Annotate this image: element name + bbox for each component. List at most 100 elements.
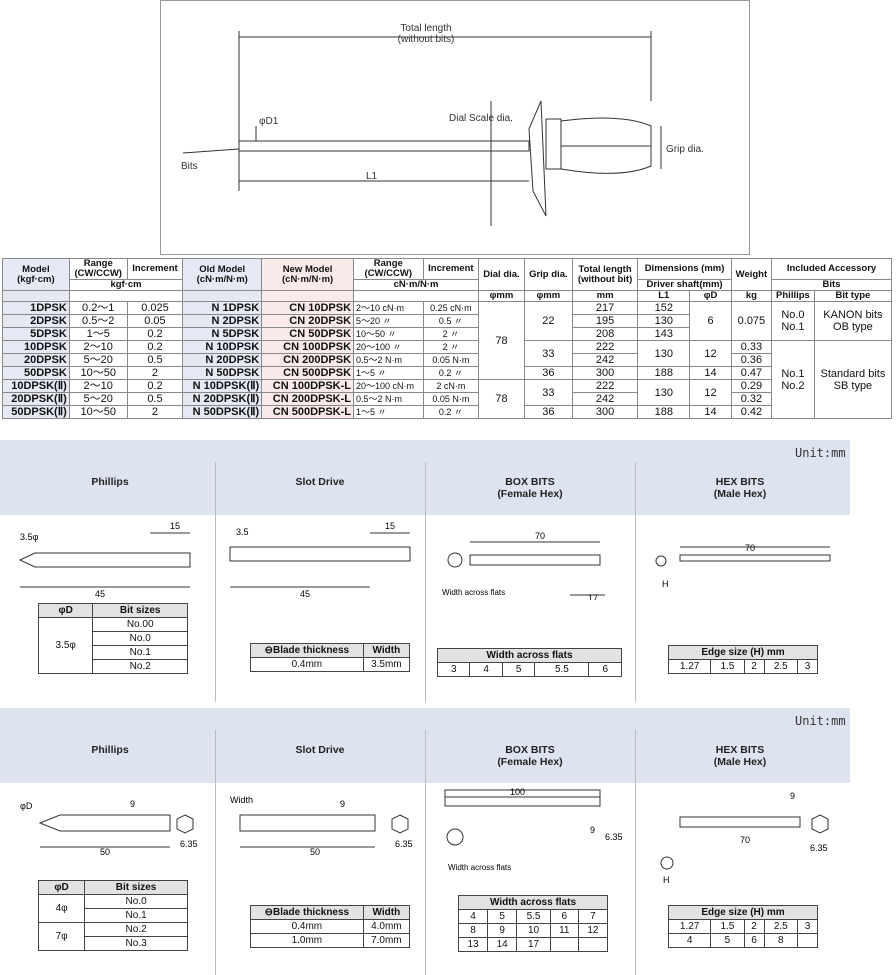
cell: 6 (549, 909, 579, 924)
bits-label: Bits (181, 161, 198, 172)
th-unit-mm: mm (571, 290, 639, 302)
th-grip: Grip dia. (523, 258, 573, 291)
dim-label: Width (230, 795, 253, 805)
cell: 2.5 (763, 919, 798, 934)
th-weight: Weight (730, 258, 773, 291)
divider (635, 462, 636, 702)
cell: 10 (516, 923, 551, 938)
cell: 4 (457, 909, 489, 924)
th-range: Range(CW/CCW) (68, 258, 128, 280)
spec-table: Model(kgf·cm) Range(CW/CCW) Increment Ol… (2, 258, 893, 419)
dial-scale-label: Dial Scale dia. (449, 113, 513, 124)
cell: 6 (743, 933, 765, 948)
col-phillips: Phillips (91, 476, 129, 488)
dim-label: φD (20, 801, 33, 811)
th-unit-phi-grip: φmm (523, 290, 573, 302)
th-unit-cn: cN·m/N·m (353, 279, 480, 291)
dim-label: 9 (790, 791, 795, 801)
dim-label: 70 (535, 531, 545, 541)
th-dims: Dimensions (mm) (637, 258, 732, 280)
cell: 7 (577, 909, 609, 924)
dim-label: 45 (95, 589, 105, 599)
dim-label: H (663, 875, 670, 885)
dim-label: Width across flats (442, 588, 505, 597)
dim-label: 6.35 (395, 839, 413, 849)
divider (425, 730, 426, 975)
cell: 12 (577, 923, 609, 938)
cell: 5 (487, 909, 518, 924)
cell: 1.5 (710, 919, 745, 934)
dim-label: 100 (510, 787, 525, 797)
th-accessory: Included Accessory (771, 258, 892, 280)
divider (215, 730, 216, 975)
cell: 8 (763, 933, 798, 948)
section2-bit-drawings: φD 9 50 6.35 Width 9 50 6.35 100 9 6.35 … (20, 787, 829, 885)
dim-label: 45 (300, 589, 310, 599)
cell: 8 (457, 923, 489, 938)
cell: 5.5 (516, 909, 551, 924)
dim-label: 6.35 (180, 839, 198, 849)
dim-label: 70 (740, 835, 750, 845)
th-bit-type: Bit type (813, 290, 893, 302)
grip-dia-label: Grip dia. (666, 144, 704, 155)
dim-label: 9 (130, 799, 135, 809)
th-unit-kgf: kgf·cm (68, 279, 184, 291)
dim-label: H (662, 579, 669, 589)
total-length-label: Total length(without bits) (397, 23, 455, 45)
th-total: Total length(without bit) (571, 258, 639, 291)
unit-label: Unit:mm (795, 446, 846, 460)
th-dial: Dial dia. (478, 258, 525, 291)
cell (796, 933, 819, 948)
col-hex: HEX BITS (Male Hex) (713, 476, 767, 500)
unit-label: Unit:mm (795, 714, 846, 728)
col-slot: Slot Drive (295, 744, 345, 756)
phi-d1-label: φD1 (259, 116, 279, 127)
dim-label: 6.35 (810, 843, 828, 853)
th-increment2: Increment (422, 258, 480, 280)
th-old-model: Old Model(cN·m/N·m) (182, 258, 263, 291)
cell: 13 (457, 937, 489, 952)
cell: 11 (549, 923, 579, 938)
th-unit-d: φD (689, 290, 732, 302)
divider (425, 462, 426, 702)
th-shaft: Driver shaft(mm) (637, 279, 732, 291)
th-model: Model(kgf·cm) (2, 258, 70, 291)
th-unit-kg: kg (730, 290, 773, 302)
divider (635, 730, 636, 975)
torque-driver-diagram: Total length(without bits) φD1 Dial Scal… (160, 0, 750, 255)
cell: 14 (487, 937, 518, 952)
col-phillips: Phillips (91, 744, 129, 756)
cell: 4 (667, 933, 712, 948)
section1-bit-drawings: 3.5φ 15 45 3.5 15 45 70 17 Width across … (18, 521, 831, 600)
divider (215, 462, 216, 702)
cell: 2 (743, 919, 765, 934)
dim-label: Width across flats (448, 863, 511, 872)
th-increment: Increment (126, 258, 184, 280)
cell: 3 (796, 919, 819, 934)
l1-label: L1 (366, 171, 378, 182)
screwdriver-drawing (182, 31, 662, 226)
dim-label: 70 (745, 543, 755, 553)
th-range2: Range(CW/CCW) (353, 258, 424, 280)
th-unit-phi-dial: φmm (478, 290, 525, 302)
th-new-model: New Model(cN·m/N·m) (261, 258, 355, 291)
cell: 1.27 (667, 919, 712, 934)
dim-label: 15 (385, 521, 395, 531)
cell: 9 (487, 923, 518, 938)
cell: 17 (516, 937, 551, 952)
dim-label: 9 (590, 825, 595, 835)
